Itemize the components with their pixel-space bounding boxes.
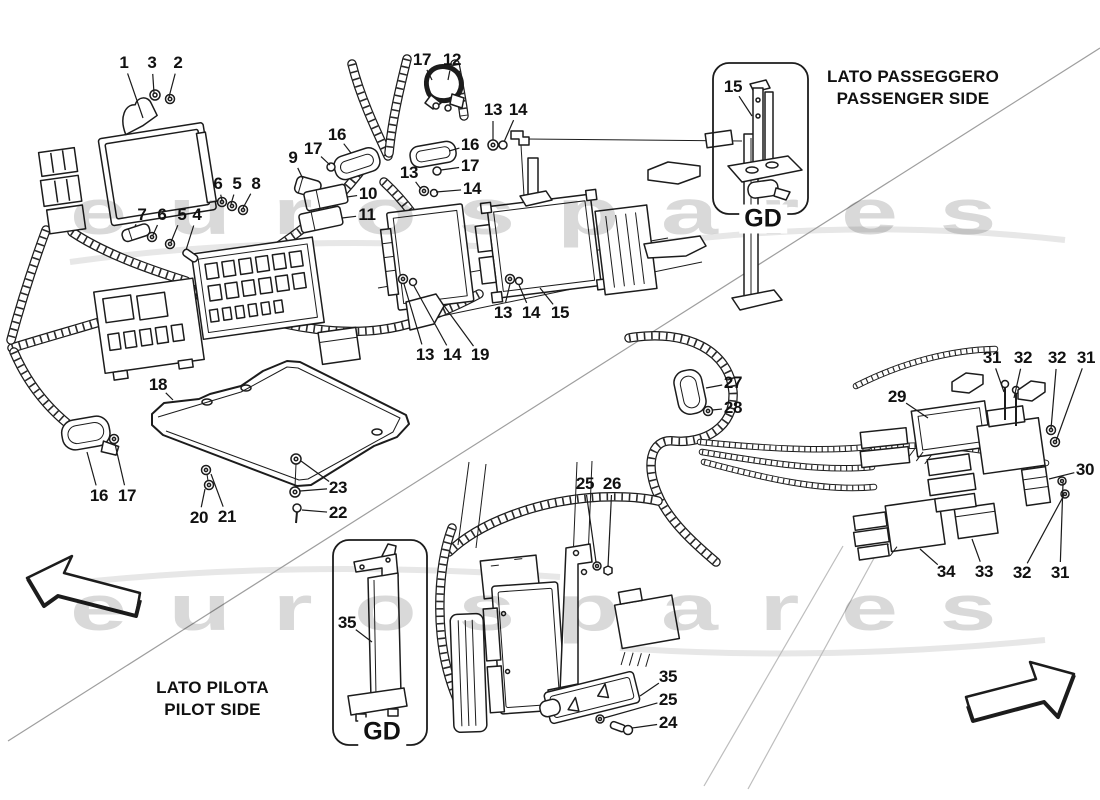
bracket-15-top bbox=[519, 157, 553, 207]
inset-code-pilot: GD bbox=[358, 717, 406, 747]
swoosh-lines-bottom-right bbox=[703, 545, 880, 790]
ecu-pilot-main bbox=[482, 581, 567, 715]
nut-17-b bbox=[326, 162, 336, 172]
relay-pilot-right bbox=[613, 587, 681, 667]
diagonal-divider-line bbox=[7, 47, 1100, 742]
connector-10 bbox=[303, 183, 349, 212]
clamp-35-end bbox=[539, 698, 561, 718]
direction-arrow-right bbox=[964, 660, 1076, 723]
connector-cluster-mid bbox=[926, 453, 977, 513]
direction-arrow-left bbox=[25, 554, 142, 618]
connector-cluster-left bbox=[859, 426, 911, 469]
connector-stack-34 bbox=[852, 511, 890, 561]
connector-stack-left bbox=[37, 146, 87, 235]
washers-13-14-a bbox=[487, 130, 530, 197]
inset-box-passenger bbox=[712, 62, 809, 215]
cover-plate-18 bbox=[151, 360, 410, 487]
pilot-side-label-line1: LATO PILOTA bbox=[156, 678, 269, 697]
inset-code-passenger: GD bbox=[739, 204, 787, 234]
washers-13-14-d bbox=[504, 273, 524, 286]
nut-17-bottom bbox=[108, 433, 120, 445]
nut-17-c bbox=[432, 166, 442, 176]
passenger-side-label-line2: PASSENGER SIDE bbox=[836, 89, 990, 108]
ecu-module-15-side bbox=[594, 204, 658, 296]
washers-13-14-b bbox=[418, 185, 439, 198]
sensor-12 bbox=[423, 64, 465, 112]
screws-6-5-8 bbox=[216, 196, 249, 216]
connector-11 bbox=[298, 205, 344, 234]
nut-17-bottom-inner bbox=[111, 436, 117, 442]
ecu-module-1 bbox=[97, 97, 218, 227]
screws-31-32-top bbox=[951, 372, 1061, 448]
ecu-module-15 bbox=[474, 188, 609, 304]
relay-29 bbox=[907, 400, 992, 465]
relay-cube-near-plate bbox=[317, 326, 361, 366]
connector-30 bbox=[1020, 465, 1052, 507]
clamp-16-a bbox=[333, 147, 381, 181]
washers-31-32-low bbox=[1057, 476, 1070, 499]
passenger-side-label: LATO PASSEGGERO PASSENGER SIDE bbox=[802, 66, 1024, 110]
fuse-7 bbox=[121, 223, 151, 243]
ecu-module-19 bbox=[379, 203, 475, 311]
screw-28 bbox=[702, 405, 714, 417]
screws-24-25 bbox=[592, 561, 634, 736]
clamp-16-b bbox=[409, 140, 457, 168]
fuse-box-cluster bbox=[93, 236, 325, 381]
ecu-pilot-narrow bbox=[449, 612, 488, 734]
clamp-27 bbox=[673, 369, 707, 415]
clamp-16-bottom bbox=[60, 415, 120, 456]
pilot-side-label: LATO PILOTA PILOT SIDE bbox=[115, 677, 310, 721]
pilot-side-label-line2: PILOT SIDE bbox=[164, 700, 261, 719]
passenger-side-label-line1: LATO PASSEGGERO bbox=[826, 67, 1000, 86]
screws-1-3-2 bbox=[149, 89, 176, 105]
